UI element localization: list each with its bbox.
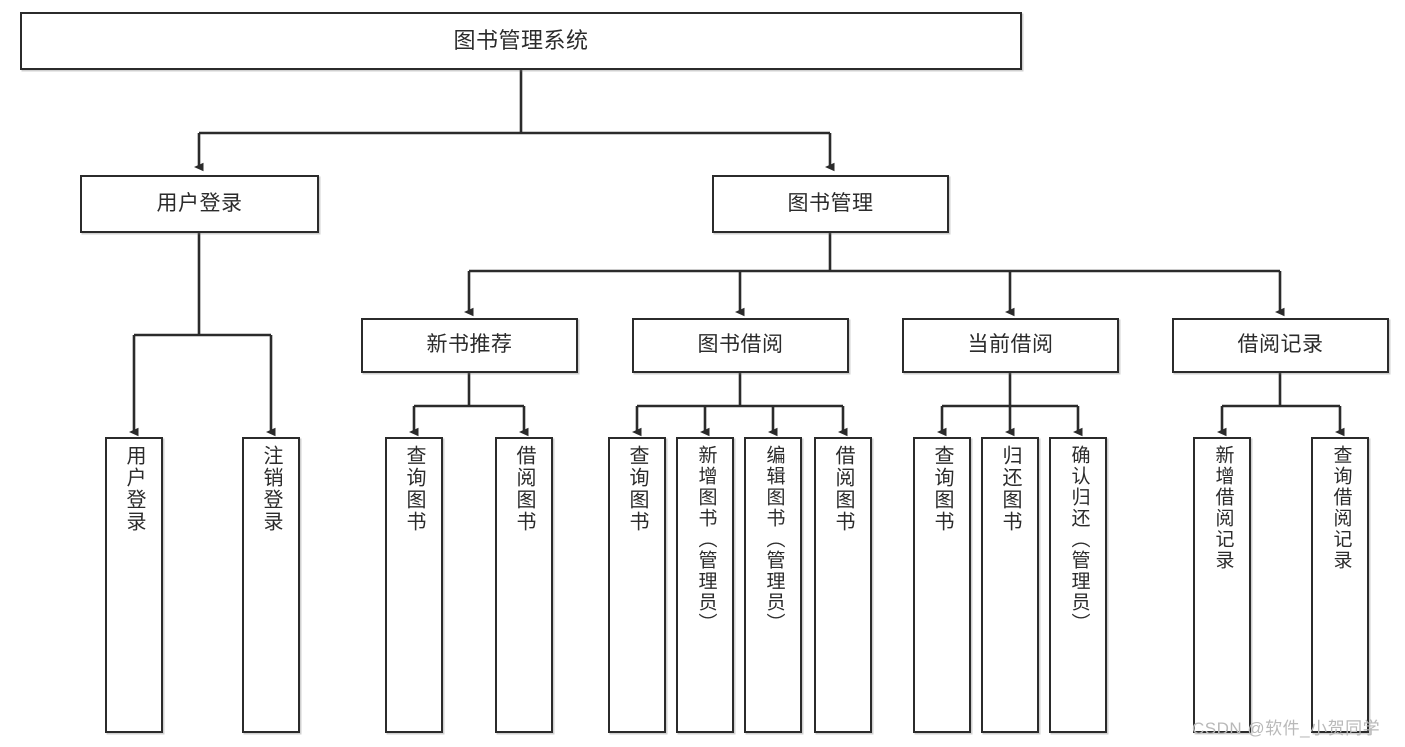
node-label: 借阅记录 [1237, 333, 1324, 357]
leaf-logout-login[interactable]: 注销登录 [242, 437, 300, 733]
node-label: 图书借阅 [697, 333, 784, 357]
leaf-edit-book-admin[interactable]: 编辑图书（管理员） [744, 437, 802, 733]
node-borrow-record[interactable]: 借阅记录 [1172, 318, 1389, 373]
node-label: 用户登录 [156, 191, 243, 215]
node-label: 借阅图书 [832, 445, 854, 533]
csdn-watermark: CSDN @软件_小贺同学 [1192, 719, 1381, 738]
node-label: 归还图书 [999, 445, 1021, 533]
node-label: 编辑图书（管理员） [763, 445, 785, 634]
node-label: 查询借阅记录 [1330, 445, 1352, 571]
node-label: 图书管理 [787, 191, 874, 215]
node-label: 注销登录 [260, 445, 282, 533]
node-user-login[interactable]: 用户登录 [80, 175, 319, 233]
leaf-add-borrow-record[interactable]: 新增借阅记录 [1193, 437, 1251, 733]
leaf-borrow-book-recommend[interactable]: 借阅图书 [495, 437, 553, 733]
node-label: 查询图书 [626, 445, 648, 533]
leaf-query-book-recommend[interactable]: 查询图书 [385, 437, 443, 733]
node-new-book-recommendation[interactable]: 新书推荐 [361, 318, 578, 373]
node-book-management[interactable]: 图书管理 [712, 175, 949, 233]
node-label: 查询图书 [403, 445, 425, 533]
node-label: 新书推荐 [426, 333, 513, 357]
leaf-user-login[interactable]: 用户登录 [105, 437, 163, 733]
node-label: 查询图书 [931, 445, 953, 533]
node-label: 新增借阅记录 [1212, 445, 1234, 571]
leaf-borrow-book[interactable]: 借阅图书 [814, 437, 872, 733]
node-book-management-system[interactable]: 图书管理系统 [20, 12, 1022, 70]
leaf-query-book-borrow[interactable]: 查询图书 [608, 437, 666, 733]
node-label: 新增图书（管理员） [695, 445, 717, 634]
node-label: 当前借阅 [967, 333, 1054, 357]
node-label: 确认归还（管理员） [1068, 445, 1090, 634]
leaf-query-borrow-record[interactable]: 查询借阅记录 [1311, 437, 1369, 733]
node-label: 图书管理系统 [453, 28, 589, 54]
leaf-query-book-current[interactable]: 查询图书 [913, 437, 971, 733]
node-current-borrow[interactable]: 当前借阅 [902, 318, 1119, 373]
leaf-confirm-return-admin[interactable]: 确认归还（管理员） [1049, 437, 1107, 733]
node-label: 用户登录 [123, 445, 145, 533]
node-book-borrow[interactable]: 图书借阅 [632, 318, 849, 373]
leaf-return-book[interactable]: 归还图书 [981, 437, 1039, 733]
node-label: 借阅图书 [513, 445, 535, 533]
leaf-add-book-admin[interactable]: 新增图书（管理员） [676, 437, 734, 733]
